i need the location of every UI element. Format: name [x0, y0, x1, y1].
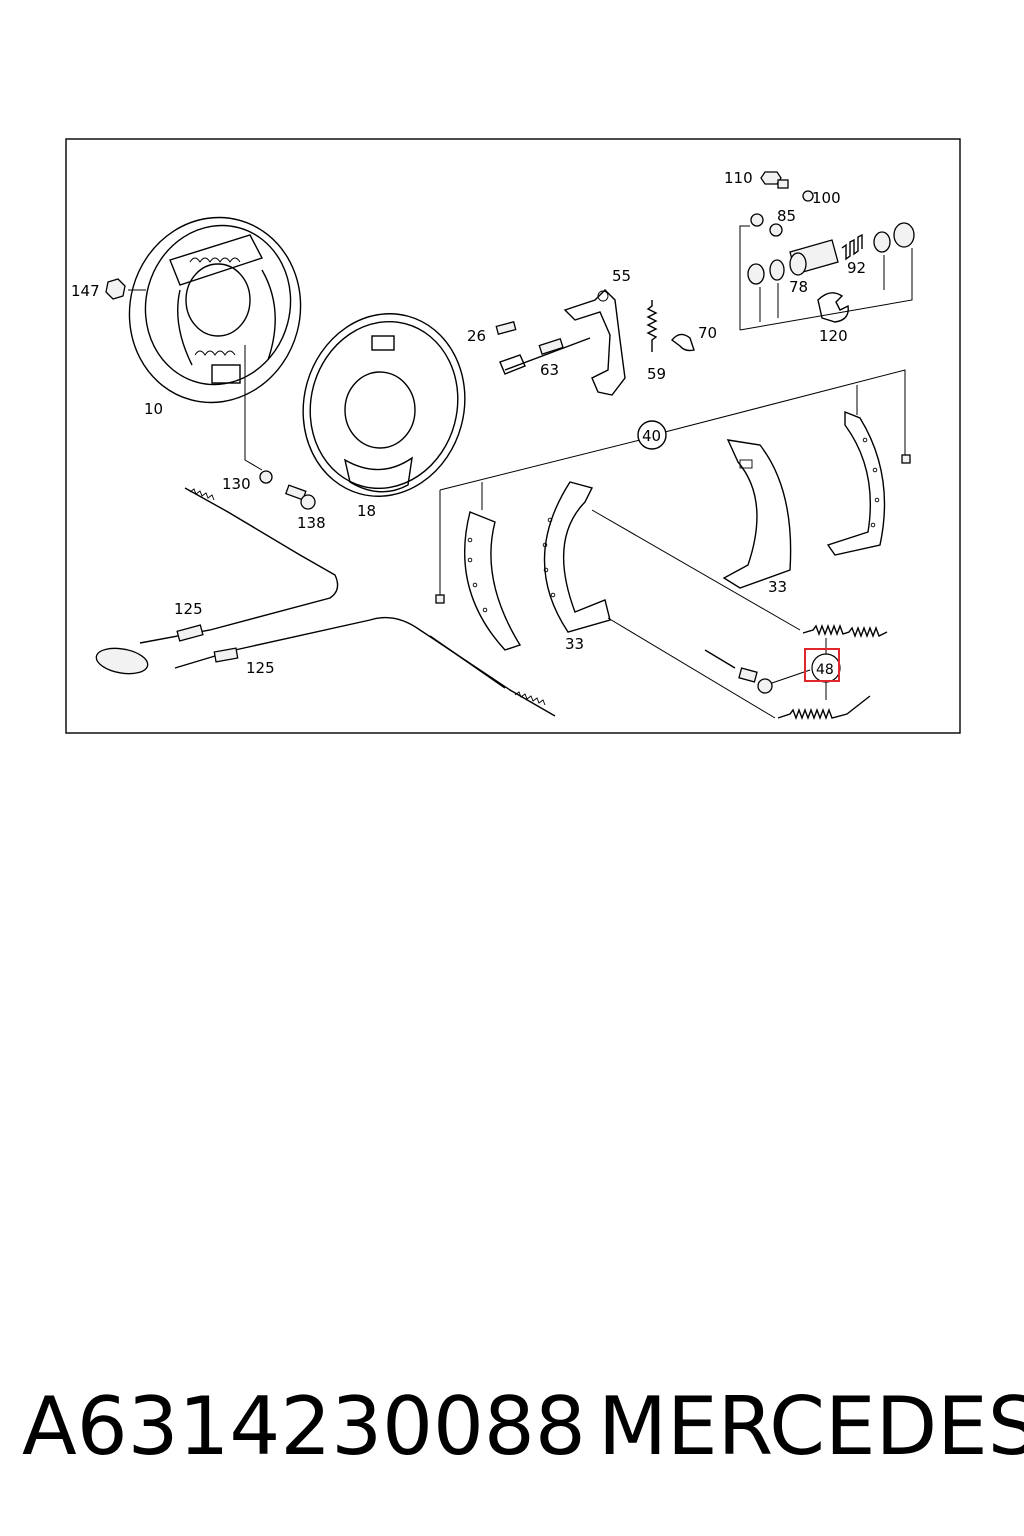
label-138: 138	[297, 514, 326, 532]
part-10-brake-assembly[interactable]	[109, 198, 321, 422]
part-120-wrench[interactable]	[817, 292, 849, 323]
part-78-piston[interactable]	[769, 259, 785, 281]
label-18: 18	[357, 502, 376, 520]
part-125-cable-lower[interactable]	[174, 616, 556, 717]
label-26: 26	[467, 327, 486, 345]
part-18-dust-shield[interactable]	[283, 295, 485, 514]
part-100-cap[interactable]	[802, 190, 814, 202]
label-78: 78	[789, 278, 808, 296]
part-40-pin-left[interactable]	[435, 594, 445, 604]
label-120: 120	[819, 327, 848, 345]
label-59: 59	[647, 365, 666, 383]
part-33-shoe-left[interactable]	[542, 481, 611, 633]
part-hold-down-spring[interactable]	[738, 667, 758, 683]
label-40: 40	[642, 427, 661, 445]
part-110-bleed-screw[interactable]	[760, 171, 789, 189]
callout-40[interactable]	[637, 420, 667, 450]
label-63: 63	[540, 361, 559, 379]
label-85: 85	[777, 207, 796, 225]
part-138-bolt[interactable]	[284, 484, 316, 510]
part-wheel-cylinder[interactable]	[789, 239, 839, 276]
label-70: 70	[698, 324, 717, 342]
part-147-nut[interactable]	[105, 278, 126, 300]
part-cap-ring[interactable]	[893, 222, 915, 248]
label-33-left: 33	[565, 635, 584, 653]
label-92: 92	[847, 259, 866, 277]
label-125-lower: 125	[246, 659, 275, 677]
label-130: 130	[222, 475, 251, 493]
part-85-fitting-b[interactable]	[750, 213, 764, 227]
part-hold-down-cup[interactable]	[757, 678, 773, 694]
part-85-fitting[interactable]	[769, 223, 783, 237]
part-92-boot[interactable]	[841, 233, 863, 261]
part-boot-ring[interactable]	[873, 231, 891, 253]
label-55: 55	[612, 267, 631, 285]
label-10: 10	[144, 400, 163, 418]
part-return-spring-lower[interactable]	[777, 695, 871, 720]
part-78-seal[interactable]	[747, 263, 765, 285]
part-55-lever[interactable]	[563, 289, 626, 396]
brand-name: MERCEDES	[598, 1380, 1024, 1473]
label-110: 110	[724, 169, 753, 187]
part-lining-right[interactable]	[826, 410, 886, 556]
label-147: 147	[71, 282, 100, 300]
part-number: A6314230088	[22, 1380, 586, 1473]
part-26-adjuster-screw[interactable]	[495, 321, 517, 335]
part-lining-left[interactable]	[464, 511, 522, 651]
part-63-adjuster-rod[interactable]	[499, 337, 591, 375]
label-125-upper: 125	[174, 600, 203, 618]
part-40-pin-right[interactable]	[901, 454, 911, 464]
highlight-box-48	[804, 648, 840, 682]
part-33-shoe-right[interactable]	[722, 439, 792, 589]
part-70-clip[interactable]	[671, 333, 695, 352]
part-59-spring[interactable]	[646, 300, 658, 352]
label-33-right: 33	[768, 578, 787, 596]
part-return-spring-upper[interactable]	[802, 624, 888, 638]
part-130-washer[interactable]	[259, 470, 273, 484]
label-100: 100	[812, 189, 841, 207]
part-125-cable-upper[interactable]	[94, 487, 339, 677]
brake-parts-diagram: 110 100 85 92 78 120 147 10 55 26 70 63 …	[65, 138, 961, 734]
label-48: 48	[816, 662, 834, 678]
part-hold-down-pin[interactable]	[704, 649, 736, 669]
